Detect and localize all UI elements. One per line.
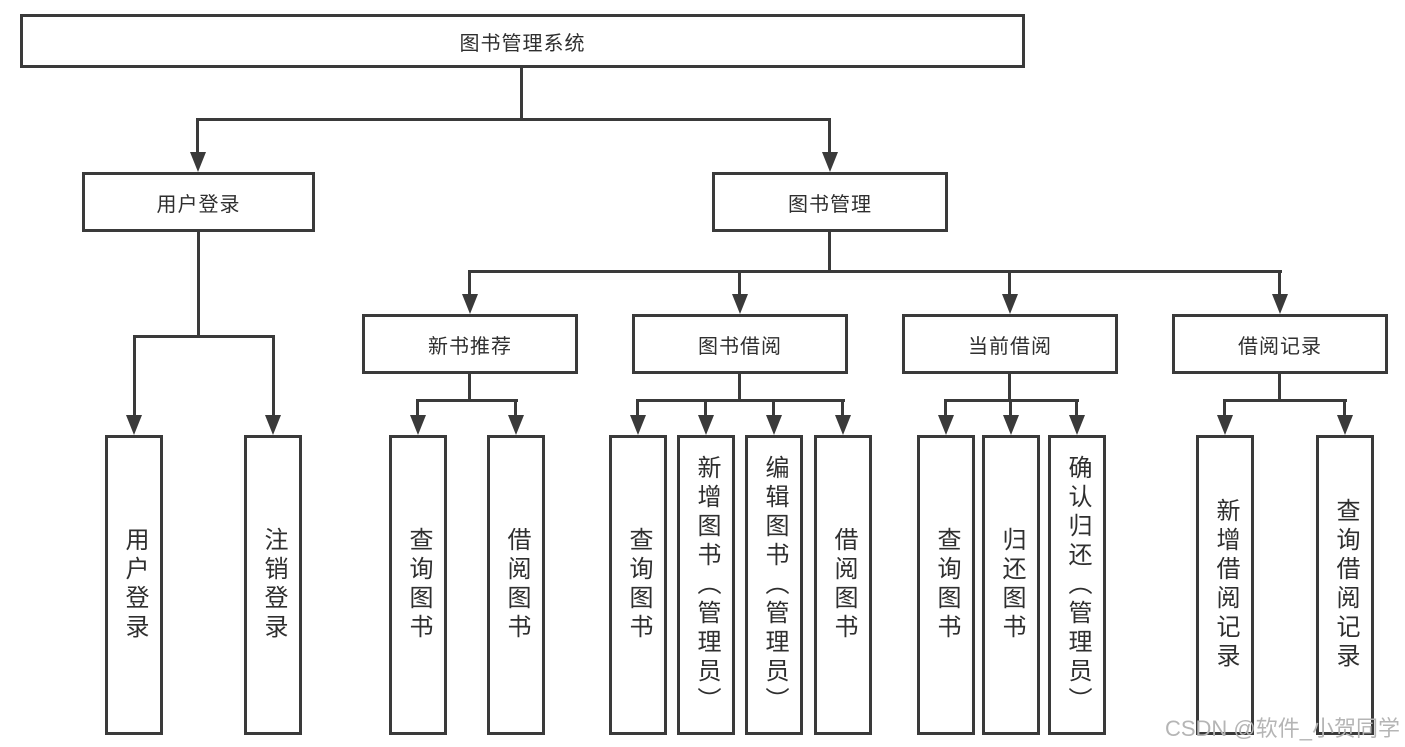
connector-current-borrow-stem <box>1008 374 1011 402</box>
arrow-confirm-return <box>1069 415 1085 435</box>
leaf-query-borrow-record: 查询借阅记录 <box>1316 435 1374 735</box>
arrow-add-record <box>1217 415 1233 435</box>
node-book-borrow-label: 图书借阅 <box>698 335 782 358</box>
arrow-new-book <box>462 294 478 314</box>
connector-borrow-records-bus <box>1224 399 1347 402</box>
node-borrow-records-label: 借阅记录 <box>1238 335 1322 358</box>
node-user-login-label: 用户登录 <box>156 193 241 216</box>
leaf-borrow-book: 借阅图书 <box>814 435 872 735</box>
connector-root-bus <box>197 118 831 121</box>
leaf-query-borrow-record-label: 查询借阅记录 <box>1332 498 1359 672</box>
arrow-return-book <box>1003 415 1019 435</box>
connector-drop-book-borrow <box>738 270 741 298</box>
leaf-return-book: 归还图书 <box>982 435 1040 735</box>
leaf-logout-label: 注销登录 <box>260 527 287 643</box>
arrow-current-borrow <box>1002 294 1018 314</box>
arrow-query-current <box>938 415 954 435</box>
connector-drop-leaf-user-login <box>133 335 136 419</box>
arrow-query-borrow <box>630 415 646 435</box>
node-new-book-recommend: 新书推荐 <box>362 314 578 374</box>
leaf-add-borrow-record: 新增借阅记录 <box>1196 435 1254 735</box>
connector-book-management-bus <box>469 270 1282 273</box>
node-book-management: 图书管理 <box>712 172 948 232</box>
node-root-label: 图书管理系统 <box>459 32 586 55</box>
leaf-edit-book-admin-label: 编辑图书（管理员） <box>761 454 788 716</box>
arrow-leaf-user-login <box>126 415 142 435</box>
arrow-book-borrow <box>732 294 748 314</box>
connector-drop-borrow-book <box>841 399 844 417</box>
connector-borrow-records-stem <box>1278 374 1281 402</box>
leaf-return-book-label: 归还图书 <box>998 527 1025 643</box>
node-new-book-recommend-label: 新书推荐 <box>428 335 512 358</box>
leaf-borrow-book-recommend: 借阅图书 <box>487 435 545 735</box>
leaf-query-book-current: 查询图书 <box>917 435 975 735</box>
arrow-book-management <box>822 152 838 172</box>
node-borrow-records: 借阅记录 <box>1172 314 1388 374</box>
connector-book-borrow-bus <box>637 399 845 402</box>
node-root: 图书管理系统 <box>20 14 1025 68</box>
connector-drop-query-current <box>944 399 947 417</box>
connector-drop-add-book <box>704 399 707 417</box>
arrow-borrow-recommend <box>508 415 524 435</box>
leaf-borrow-book-recommend-label: 借阅图书 <box>503 527 530 643</box>
connector-drop-return-book <box>1009 399 1012 417</box>
connector-book-borrow-stem <box>738 374 741 402</box>
leaf-query-book-current-label: 查询图书 <box>933 527 960 643</box>
connector-drop-edit-book <box>772 399 775 417</box>
connector-drop-user-login <box>196 118 199 156</box>
arrow-user-login <box>190 152 206 172</box>
connector-drop-leaf-logout <box>272 335 275 419</box>
leaf-edit-book-admin: 编辑图书（管理员） <box>745 435 803 735</box>
connector-book-management-stem <box>828 232 831 273</box>
arrow-leaf-logout <box>265 415 281 435</box>
connector-drop-borrow-recommend <box>514 399 517 417</box>
leaf-logout: 注销登录 <box>244 435 302 735</box>
arrow-add-book <box>698 415 714 435</box>
connector-drop-query-recommend <box>416 399 419 417</box>
connector-drop-book-management <box>828 118 831 156</box>
connector-drop-borrow-records <box>1278 270 1281 298</box>
arrow-borrow-records <box>1272 294 1288 314</box>
connector-drop-new-book <box>468 270 471 298</box>
arrow-borrow-book <box>835 415 851 435</box>
arrow-query-record <box>1337 415 1353 435</box>
leaf-add-book-admin: 新增图书（管理员） <box>677 435 735 735</box>
node-current-borrow: 当前借阅 <box>902 314 1118 374</box>
node-book-borrow: 图书借阅 <box>632 314 848 374</box>
connector-drop-add-record <box>1223 399 1226 417</box>
connector-drop-current-borrow <box>1008 270 1011 298</box>
arrow-edit-book <box>766 415 782 435</box>
csdn-watermark: CSDN @软件_小贺同学 <box>1164 716 1400 741</box>
leaf-query-book-recommend: 查询图书 <box>389 435 447 735</box>
connector-user-login-bus <box>133 335 275 338</box>
leaf-user-login-label: 用户登录 <box>121 527 148 643</box>
connector-drop-confirm-return <box>1075 399 1078 417</box>
leaf-borrow-book-label: 借阅图书 <box>830 527 857 643</box>
leaf-confirm-return-admin-label: 确认归还（管理员） <box>1064 454 1091 716</box>
leaf-confirm-return-admin: 确认归还（管理员） <box>1048 435 1106 735</box>
leaf-query-book-recommend-label: 查询图书 <box>405 527 432 643</box>
leaf-user-login: 用户登录 <box>105 435 163 735</box>
node-book-management-label: 图书管理 <box>788 193 872 216</box>
connector-new-book-stem <box>468 374 471 402</box>
connector-user-login-stem <box>197 232 200 338</box>
connector-drop-query-borrow <box>636 399 639 417</box>
leaf-query-book-borrow: 查询图书 <box>609 435 667 735</box>
node-current-borrow-label: 当前借阅 <box>968 335 1052 358</box>
connector-current-borrow-bus <box>945 399 1079 402</box>
node-user-login: 用户登录 <box>82 172 315 232</box>
arrow-query-recommend <box>410 415 426 435</box>
connector-new-book-bus <box>417 399 518 402</box>
connector-drop-query-record <box>1343 399 1346 417</box>
leaf-add-book-admin-label: 新增图书（管理员） <box>693 454 720 716</box>
connector-root-stem <box>520 68 523 120</box>
leaf-query-book-borrow-label: 查询图书 <box>625 527 652 643</box>
leaf-add-borrow-record-label: 新增借阅记录 <box>1212 498 1239 672</box>
